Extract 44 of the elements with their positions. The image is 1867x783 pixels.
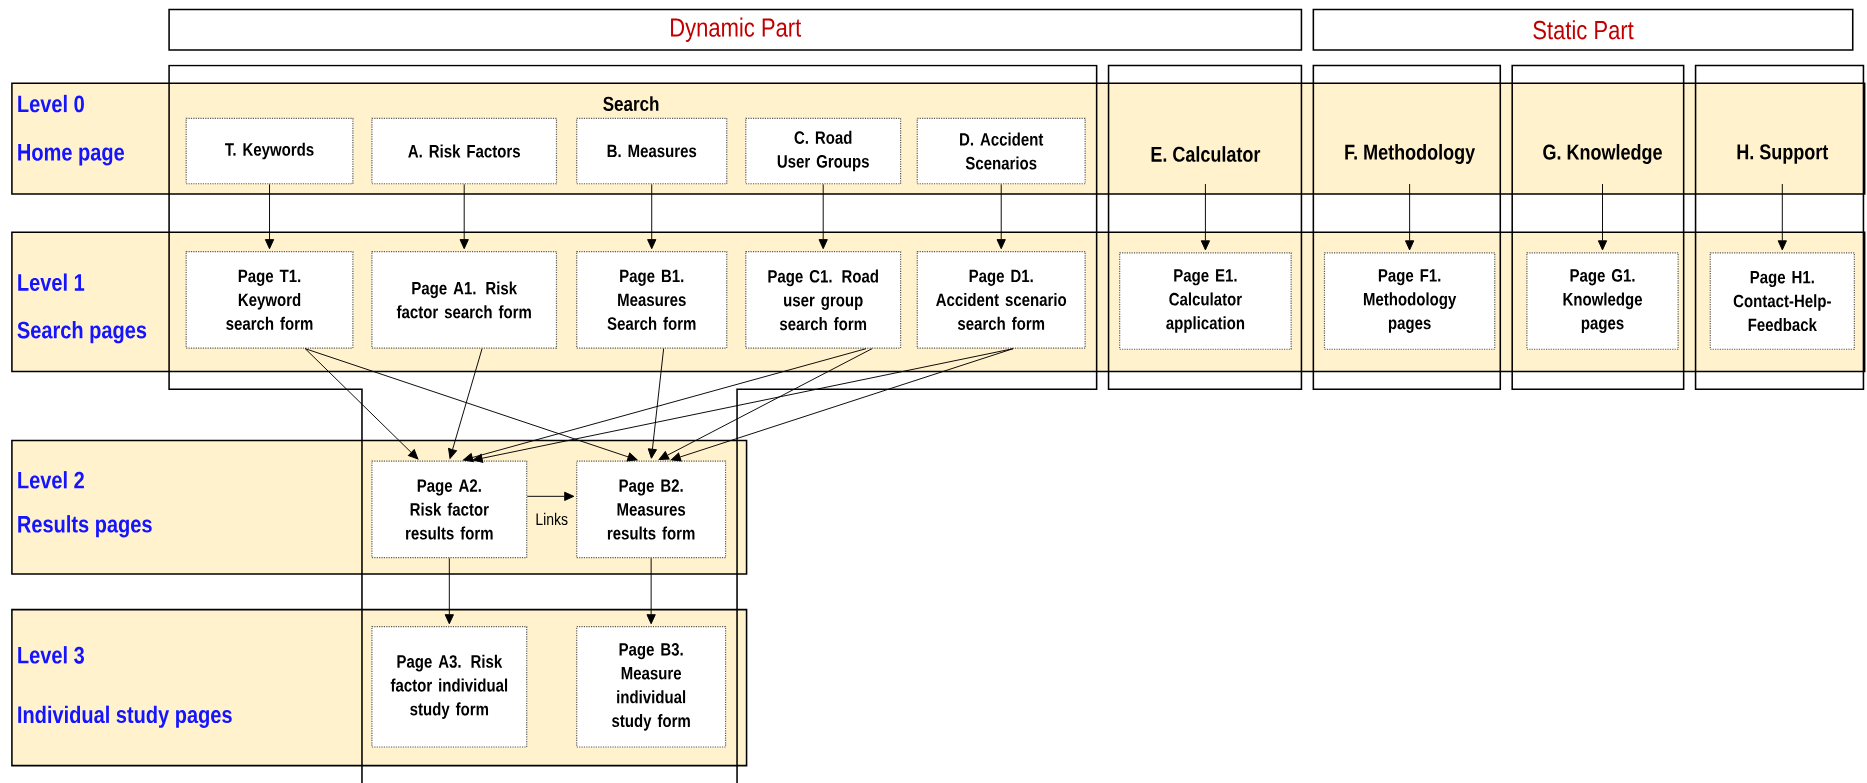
arrow — [304, 347, 419, 460]
arrow — [526, 491, 575, 501]
page-box: Page A2. Risk factor results form — [371, 460, 528, 558]
group-label: Search — [603, 95, 659, 111]
arrow — [304, 347, 638, 462]
page-box: Page C1. Road user group search form — [745, 250, 902, 349]
page-box: B. Measures — [576, 117, 728, 185]
arrow — [1200, 183, 1211, 251]
arrow — [646, 557, 656, 624]
arrow — [472, 347, 1014, 463]
page-box: C. Road User Groups — [745, 117, 902, 185]
page-box: Page E1. Calculator application — [1119, 252, 1292, 350]
page-box: A. Risk Factors — [371, 117, 558, 185]
arrow — [1405, 183, 1415, 251]
page-box: Page H1. Contact-Help-Feedback — [1709, 252, 1855, 350]
page-box: Page B2. Measures results form — [576, 460, 727, 558]
arrow — [818, 183, 828, 249]
arrow — [459, 183, 469, 249]
section-header: Dynamic Part — [168, 8, 1303, 51]
arrow — [444, 557, 454, 624]
arrow — [658, 347, 873, 460]
page-box: D. Accident Scenarios — [916, 117, 1086, 185]
section-header: Static Part — [1312, 8, 1854, 51]
page-box: Page F1. Methodology pages — [1323, 252, 1496, 350]
page-box: Page A3. Risk factor individual study form — [371, 625, 528, 748]
section-label: H. Support — [1737, 144, 1829, 164]
page-box: Page T1. Keyword search form — [185, 250, 354, 349]
section-label: E. Calculator — [1151, 145, 1261, 162]
arrow — [463, 347, 867, 462]
arrow — [670, 347, 1014, 462]
arrow — [996, 183, 1006, 249]
arrow — [1777, 183, 1787, 251]
arrow — [1597, 183, 1608, 251]
arrow — [647, 347, 665, 459]
page-box: Page B1. Measures Search form — [576, 250, 728, 349]
page-box: T. Keywords — [185, 117, 354, 185]
page-box: Page B3. Measure individual study form — [576, 625, 727, 748]
page-box: Page G1. Knowledge pages — [1526, 252, 1679, 350]
arrow — [647, 183, 657, 249]
page-box: Page D1. Accident scenario search form — [916, 250, 1086, 349]
section-label: G. Knowledge — [1543, 143, 1662, 164]
section-label: F. Methodology — [1345, 143, 1476, 164]
page-box: Page A1. Risk factor search form — [371, 250, 558, 349]
arrow — [264, 183, 275, 249]
